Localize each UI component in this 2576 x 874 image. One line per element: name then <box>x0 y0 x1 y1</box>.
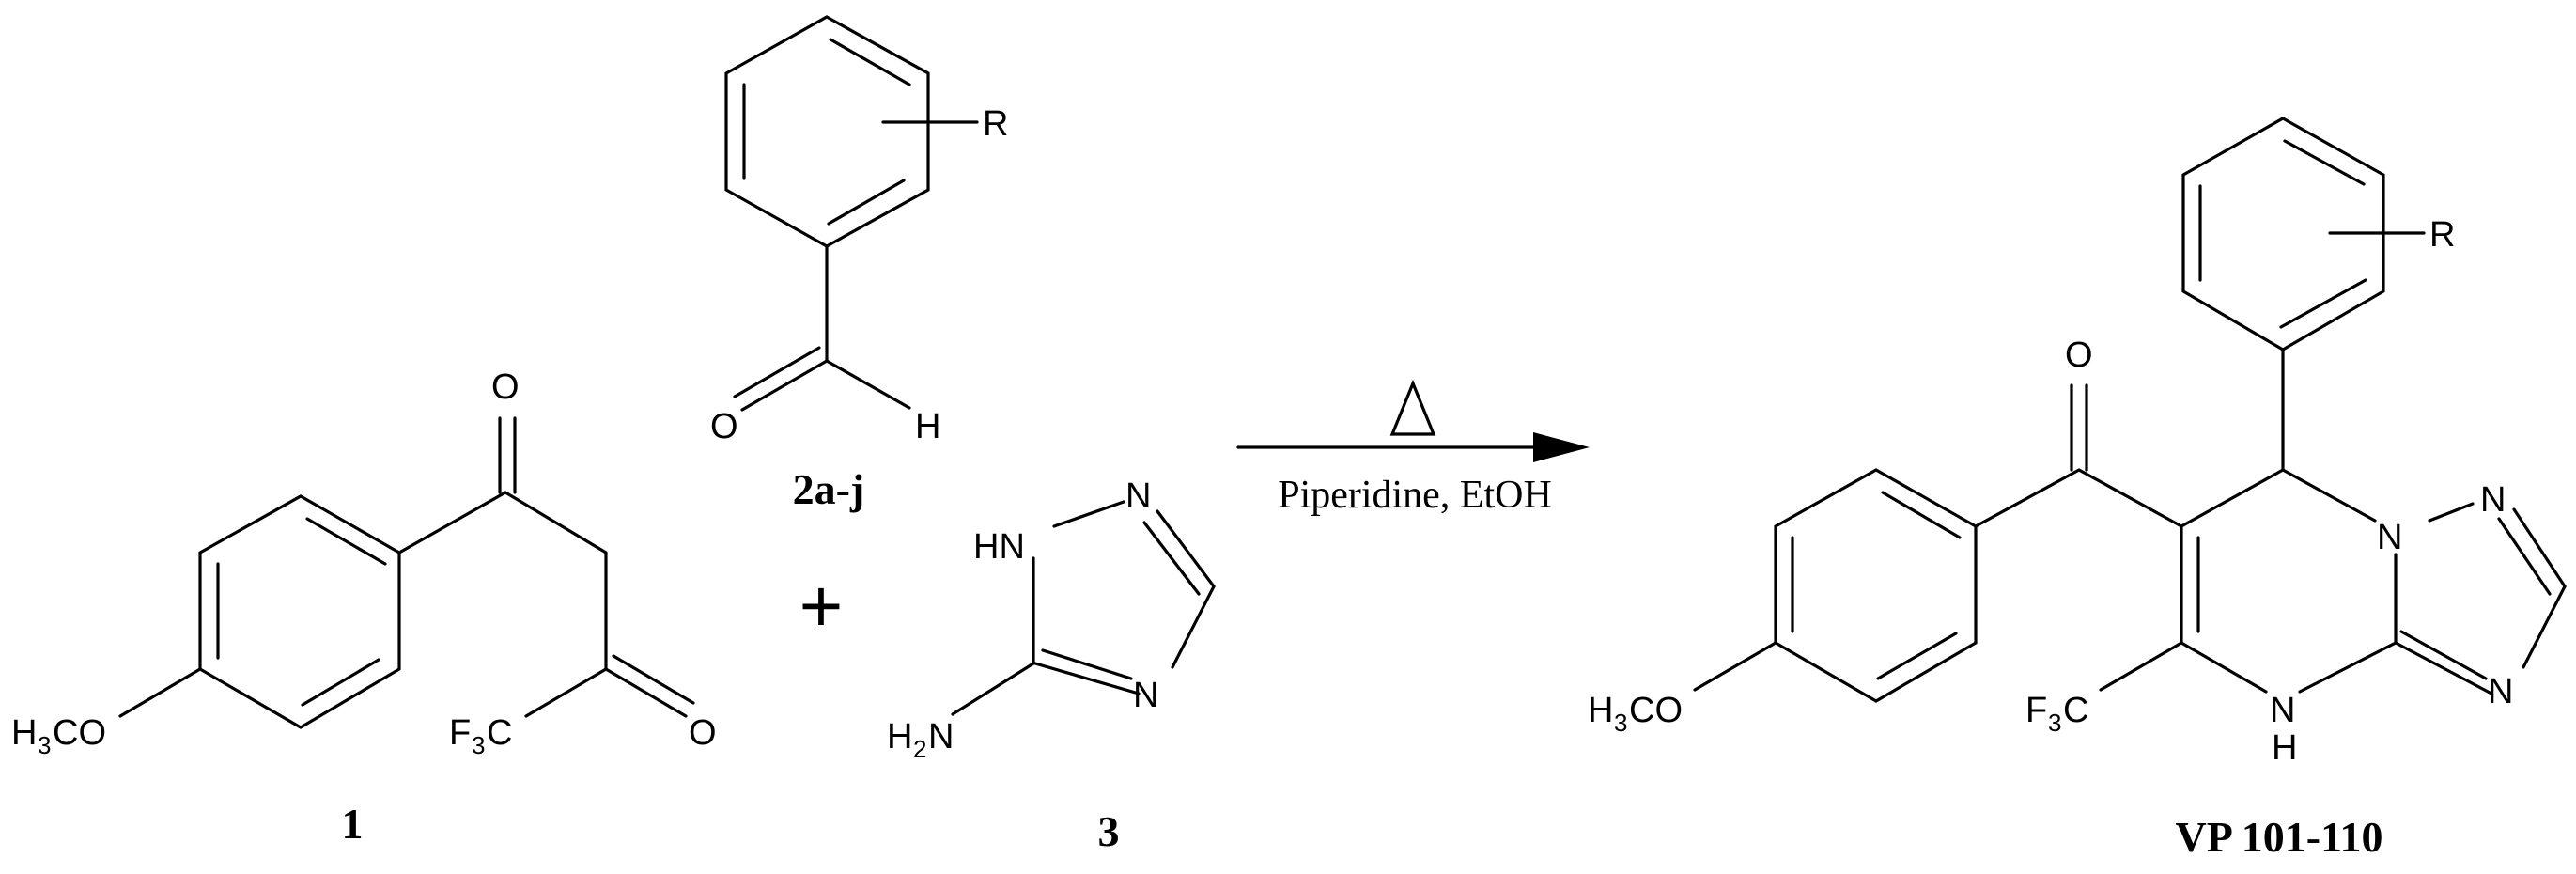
svg-text:CO: CO <box>53 713 106 753</box>
compound-3-label: 3 <box>1098 807 1120 855</box>
reaction-arrow <box>1236 432 1590 462</box>
compound-2-structure <box>724 15 979 412</box>
svg-text:3: 3 <box>472 731 485 759</box>
plus-sign: + <box>799 564 844 648</box>
svg-text:2: 2 <box>913 735 926 763</box>
heat-symbol <box>1389 379 1436 436</box>
product-methoxy-label: H 3 CO <box>1588 691 1683 737</box>
product-nh-h-label: H <box>2272 728 2297 768</box>
product-n1-label: N <box>2377 518 2402 557</box>
svg-text:C: C <box>487 713 512 753</box>
svg-text:N: N <box>928 717 954 757</box>
compound-1-methoxy-label: H 3 CO <box>11 713 106 759</box>
svg-text:C: C <box>2063 691 2088 730</box>
product-n3-label: N <box>2488 672 2513 711</box>
compound-1-ketone-oxygen-label: O <box>491 367 520 407</box>
compound-2-oxygen-label: O <box>710 407 738 446</box>
svg-text:H: H <box>1588 691 1613 730</box>
compound-1-ketone2-oxygen-label: O <box>689 713 717 753</box>
product-carbonyl-oxygen-label: O <box>2065 336 2093 375</box>
svg-text:H: H <box>11 713 37 753</box>
compound-3-n2-label: N <box>1125 476 1151 516</box>
compound-3-amine-label: H 2 N <box>887 717 954 763</box>
product-nh-n-label: N <box>2270 691 2295 730</box>
compound-3-n4-label: N <box>1133 676 1158 715</box>
compound-1-cf3-label: F 3 C <box>449 713 512 759</box>
product-cf3-label: F 3 C <box>2025 691 2088 737</box>
product-structure <box>1693 117 2567 703</box>
svg-text:F: F <box>449 713 471 753</box>
compound-3-nh-label: HN <box>973 527 1025 567</box>
product-label: VP 101-110 <box>2175 813 2382 861</box>
reaction-conditions: Piperidine, EtOH <box>1278 474 1552 517</box>
compound-2-label: 2a-j <box>793 465 865 513</box>
compound-3-structure <box>951 500 1216 716</box>
product-n2-label: N <box>2480 480 2506 520</box>
svg-text:3: 3 <box>38 731 51 759</box>
svg-text:H: H <box>887 717 912 757</box>
svg-text:3: 3 <box>1614 709 1627 737</box>
product-r-label: R <box>2429 215 2455 255</box>
svg-text:3: 3 <box>2048 709 2061 737</box>
compound-1-structure <box>118 416 695 729</box>
svg-text:CO: CO <box>1629 691 1683 730</box>
compound-2-hydrogen-label: H <box>915 407 940 446</box>
compound-1-label: 1 <box>342 800 364 848</box>
compound-2-r-label: R <box>983 104 1008 144</box>
svg-text:F: F <box>2025 691 2047 730</box>
